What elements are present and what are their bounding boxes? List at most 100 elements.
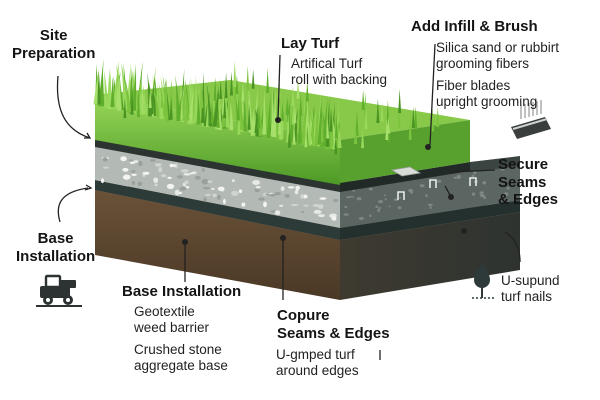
grass-blade — [188, 87, 195, 122]
base-installation-desc1-line-2: weed barrier — [134, 319, 210, 335]
secure-seams-label: Secure Seams & Edges — [498, 156, 558, 209]
grass-blade — [117, 60, 122, 111]
grass-blade — [130, 89, 134, 115]
gravel-pebble — [101, 178, 104, 184]
secure-seams-line-1: Secure — [498, 156, 549, 173]
gravel-pebble — [471, 174, 475, 178]
grass-blade — [137, 91, 141, 118]
gravel-pebble — [174, 189, 180, 196]
grass-blade — [320, 123, 324, 143]
grass-blade — [431, 108, 435, 132]
base-installation-desc2-line-2: aggregate base — [134, 357, 228, 373]
grass-blade — [200, 82, 204, 109]
grass-blade — [278, 110, 282, 135]
grass-blade — [237, 108, 241, 135]
gravel-pebble — [483, 196, 487, 200]
leader-dot — [448, 194, 454, 200]
leader-dot — [280, 235, 286, 241]
grass-blade — [125, 61, 131, 110]
grass-blade — [305, 80, 309, 102]
grass-blade — [329, 108, 333, 132]
gravel-pebble — [184, 180, 189, 185]
gravel-pebble — [471, 192, 476, 196]
gravel-pebble — [174, 163, 178, 169]
gravel-pebble — [203, 197, 207, 202]
lay-turf-title: Lay Turf — [281, 35, 340, 52]
add-infill-desc-2: Fiber blades upright grooming — [436, 78, 537, 110]
gravel-pebble — [269, 193, 276, 197]
gravel-pebble — [179, 186, 187, 191]
gravel-pebble — [352, 189, 355, 192]
grass-blade — [251, 69, 255, 89]
gravel-pebble — [279, 204, 284, 207]
grass-blade — [110, 77, 115, 108]
grass-blade — [355, 110, 359, 137]
grass-blade — [376, 98, 380, 124]
gravel-pebble — [427, 203, 433, 206]
grass-blade — [124, 77, 132, 113]
gravel-pebble — [103, 166, 110, 169]
grass-blade — [189, 83, 193, 104]
secure-seams-line-2: Seams — [498, 173, 547, 191]
grass-blade — [257, 103, 261, 129]
base-installation-left-label: Base Installation — [16, 230, 95, 265]
grass-blade — [136, 60, 143, 112]
gravel-pebble — [313, 209, 322, 214]
turf-backing — [95, 138, 470, 192]
grass-blade — [254, 106, 259, 133]
grass-blade — [364, 104, 368, 130]
grass-blade — [246, 65, 250, 91]
gravel-pebble — [453, 176, 458, 179]
gravel-pebble — [295, 187, 299, 191]
grass-blade — [216, 105, 220, 128]
gravel-pebble — [211, 193, 217, 198]
grass-blade — [106, 67, 111, 107]
grass-blade — [153, 87, 160, 118]
gravel-pebble — [369, 214, 372, 218]
gravel-pebble — [399, 196, 402, 199]
gravel-pebble — [480, 194, 485, 198]
grass-blade — [291, 86, 295, 107]
grass-blade — [266, 68, 270, 94]
grass-blade — [200, 71, 205, 124]
grass-blade — [270, 110, 274, 136]
grass-blade — [414, 106, 418, 129]
gravel-pebble — [258, 197, 265, 201]
grass-blade — [229, 101, 234, 131]
add-infill-desc2-line-2: upright grooming — [436, 93, 538, 109]
gravel-pebble — [154, 183, 158, 187]
gravel-pebble — [160, 174, 167, 178]
gravel-pebble — [318, 214, 325, 218]
gravel-pebble — [166, 183, 175, 189]
gravel-pebble — [437, 179, 442, 183]
gravel-pebble — [375, 205, 379, 208]
seam-strip — [390, 156, 520, 177]
gravel-pebble — [419, 184, 425, 188]
gravel-pebble — [301, 211, 305, 213]
grass-blade — [289, 95, 294, 143]
gravel-pebble — [129, 161, 136, 164]
site-preparation-label: Site Preparation — [12, 27, 95, 62]
grass-blade — [132, 63, 137, 111]
gravel-pebble — [191, 171, 197, 175]
gravel-pebble — [120, 156, 127, 162]
grass-blade — [313, 106, 319, 146]
grass-blade — [380, 102, 384, 122]
gravel-pebble — [274, 191, 281, 196]
grass-blade — [142, 85, 147, 115]
u-spund-line-1: U-supund — [501, 273, 560, 288]
grass-blade — [164, 78, 169, 119]
gravel-pebble — [356, 197, 362, 201]
grass-blade — [385, 117, 389, 141]
gravel-pebble — [149, 159, 156, 162]
gravel-pebble — [287, 186, 295, 189]
gravel-pebble — [482, 181, 487, 185]
copure-seams-title-line-2: Seams & Edges — [277, 324, 390, 342]
grass-blade — [301, 97, 307, 145]
gravel-pebble — [194, 175, 201, 180]
gravel-pebble — [425, 194, 428, 198]
gravel-pebble — [255, 185, 261, 189]
secure-seams-line-3: & Edges — [498, 191, 559, 209]
grass-blade — [292, 122, 296, 145]
gravel-pebble — [290, 203, 299, 207]
